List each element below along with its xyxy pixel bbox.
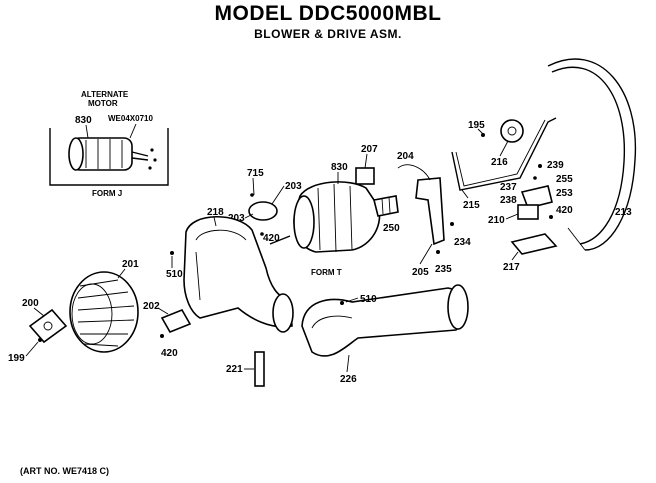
callout-218: 218 (207, 207, 224, 218)
callout-235: 235 (435, 264, 452, 275)
callout-510-duct: 510 (360, 294, 377, 305)
callout-210: 210 (488, 215, 505, 226)
motor-mount (355, 164, 454, 254)
inset-form-label: FORM J (92, 189, 122, 198)
callout-203-left: 203 (228, 213, 245, 224)
callout-234: 234 (454, 237, 471, 248)
callout-420-bottom: 420 (161, 348, 178, 359)
callout-510-left: 510 (166, 269, 183, 280)
callout-216: 216 (491, 157, 508, 168)
clip-202 (160, 308, 192, 338)
diagram-title: MODEL DDC5000MBL (214, 2, 442, 25)
callout-200: 200 (22, 298, 39, 309)
callout-830: 830 (331, 162, 348, 173)
callout-195: 195 (468, 120, 485, 131)
inset-part-number: WE04X0710 (108, 114, 153, 123)
callout-221: 221 (226, 364, 243, 375)
callout-238: 238 (500, 195, 517, 206)
inset-heading-motor: MOTOR (88, 99, 118, 108)
callout-420-clamp: 420 (263, 233, 280, 244)
exhaust-duct (301, 284, 469, 357)
callout-420-right: 420 (556, 205, 573, 216)
callout-226: 226 (340, 374, 357, 385)
callout-715: 715 (247, 168, 264, 179)
alternate-motor-drawing (68, 137, 157, 171)
callout-202: 202 (143, 301, 160, 312)
callout-237: 237 (500, 182, 517, 193)
callout-217: 217 (503, 262, 520, 273)
callout-205: 205 (412, 267, 429, 278)
blower-wheel (69, 271, 139, 353)
idler-pulley (481, 119, 524, 143)
callout-215: 215 (463, 200, 480, 211)
mounting-bracket-217 (510, 233, 558, 255)
inset-heading-alternate: ALTERNATE (81, 90, 129, 99)
diagram-subtitle: BLOWER & DRIVE ASM. (254, 27, 402, 41)
blower-bracket (28, 308, 68, 344)
drive-belt (547, 58, 637, 251)
art-number: (ART NO. WE7418 C) (20, 466, 110, 476)
form-t-label: FORM T (311, 268, 342, 277)
motor-clamp (248, 193, 278, 236)
idler-arm (451, 117, 557, 191)
callout-239: 239 (547, 160, 564, 171)
callout-255: 255 (556, 174, 573, 185)
callout-830-inset: 830 (75, 115, 92, 126)
alternate-motor-inset: ALTERNATE MOTOR 830 WE04X0710 FORM J (49, 90, 169, 198)
blower-housing (183, 215, 294, 333)
callout-204: 204 (397, 151, 414, 162)
inset-bracket (49, 128, 169, 186)
callout-207: 207 (361, 144, 378, 155)
callout-199: 199 (8, 353, 25, 364)
callout-253: 253 (556, 188, 573, 199)
duct-seal (254, 351, 265, 387)
callout-201: 201 (122, 259, 139, 270)
drive-motor (269, 181, 399, 253)
callout-203-top: 203 (285, 181, 302, 192)
idler-bracket (517, 164, 553, 220)
callout-213: 213 (615, 207, 632, 218)
callout-250: 250 (383, 223, 400, 234)
